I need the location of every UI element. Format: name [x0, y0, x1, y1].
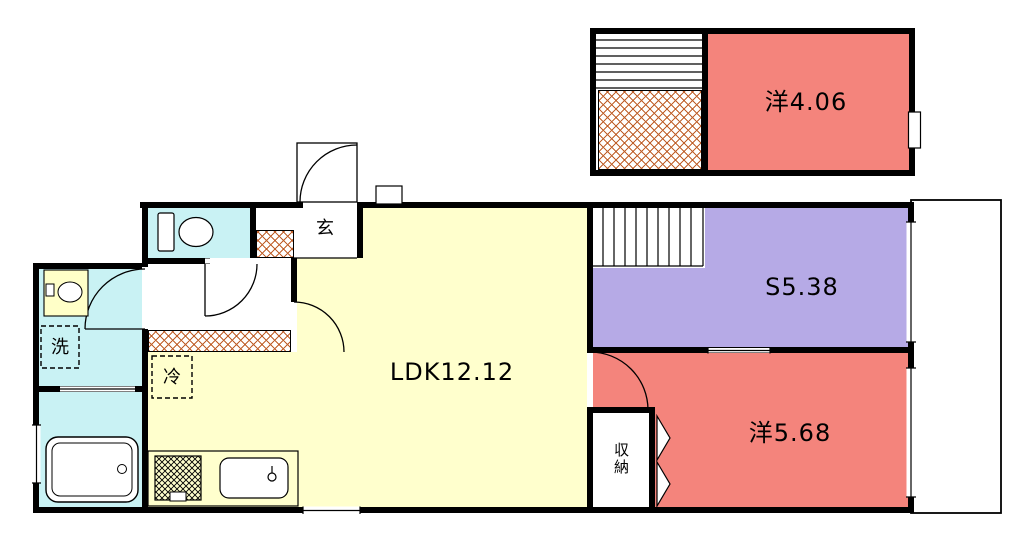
hatch-corridor-strip — [148, 330, 291, 352]
hatch-entry-step — [256, 230, 294, 258]
balcony-outline — [910, 199, 1002, 514]
label-closet: 収納 — [612, 442, 630, 476]
stairs-main — [593, 208, 704, 267]
room-ldk-pocket — [297, 258, 363, 352]
label-entrance: 玄 — [316, 218, 334, 239]
room-washroom — [39, 269, 142, 386]
label-upper-bedroom: 洋4.06 — [764, 88, 848, 116]
entrance-porch — [296, 142, 358, 203]
room-ldk-main — [363, 208, 587, 507]
label-washer-space: 洗 — [51, 337, 69, 358]
room-bedroom — [655, 353, 908, 507]
room-toilet — [148, 208, 250, 258]
room-service-understairs — [593, 268, 705, 347]
room-bedroom-alcove — [593, 353, 655, 407]
hatch-upper-landing — [598, 90, 702, 170]
label-service-room: S5.38 — [765, 273, 839, 301]
label-bedroom: 洋5.68 — [748, 419, 832, 447]
room-upper-bedroom — [708, 34, 909, 170]
room-bathroom — [39, 392, 142, 507]
label-ldk: LDK12.12 — [389, 358, 515, 386]
stairs-upper — [596, 39, 702, 89]
label-fridge-space: 冷 — [163, 367, 181, 388]
room-service — [705, 208, 908, 347]
